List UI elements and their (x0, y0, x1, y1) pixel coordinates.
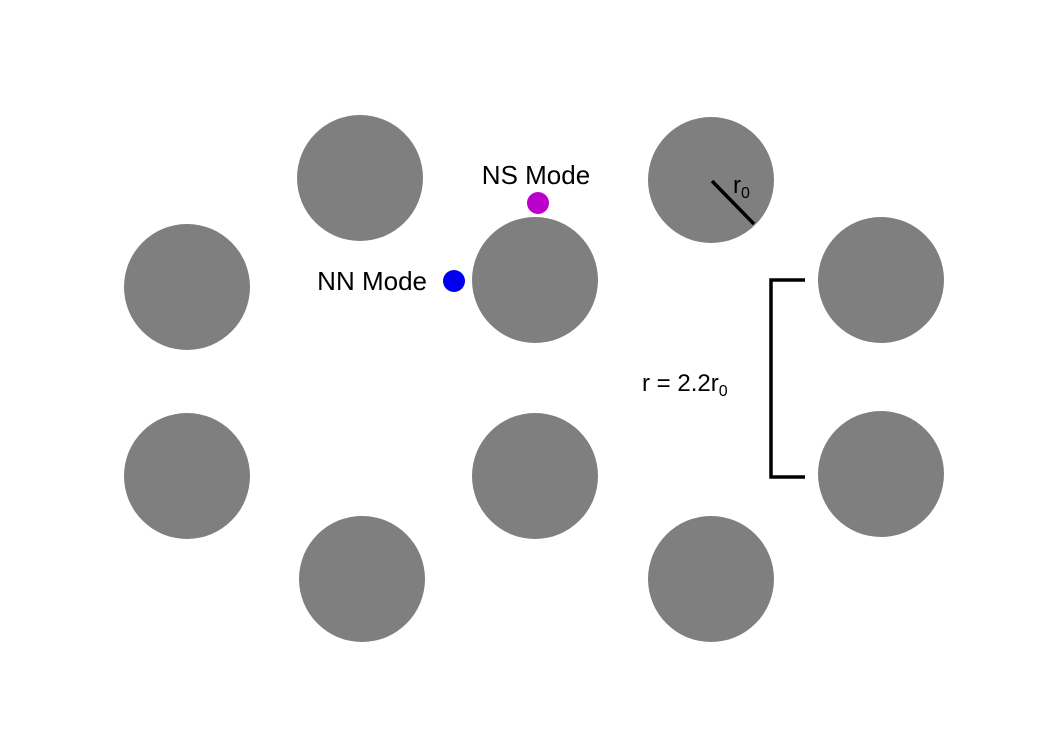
rod (472, 413, 598, 539)
rod (297, 115, 423, 241)
rod (124, 224, 250, 350)
spacing-label: r = 2.2r0 (642, 370, 728, 400)
radius-subscript: 0 (741, 185, 750, 202)
rod (299, 516, 425, 642)
rod (648, 516, 774, 642)
rod (818, 217, 944, 343)
rod (472, 217, 598, 343)
nn-mode-label: NN Mode (317, 266, 427, 296)
spacing-text: r = 2.2r (642, 370, 719, 397)
rod (818, 411, 944, 537)
ns-mode-dot (527, 192, 549, 214)
rod (124, 413, 250, 539)
rod (648, 117, 774, 243)
spacing-subscript: 0 (719, 383, 728, 400)
radius-line (710, 179, 756, 226)
radius-symbol: r (733, 172, 741, 199)
ns-mode-label: NS Mode (482, 160, 590, 190)
radius-label: r0 (733, 172, 750, 202)
nn-mode-dot (443, 270, 465, 292)
spacing-bracket (769, 278, 805, 479)
